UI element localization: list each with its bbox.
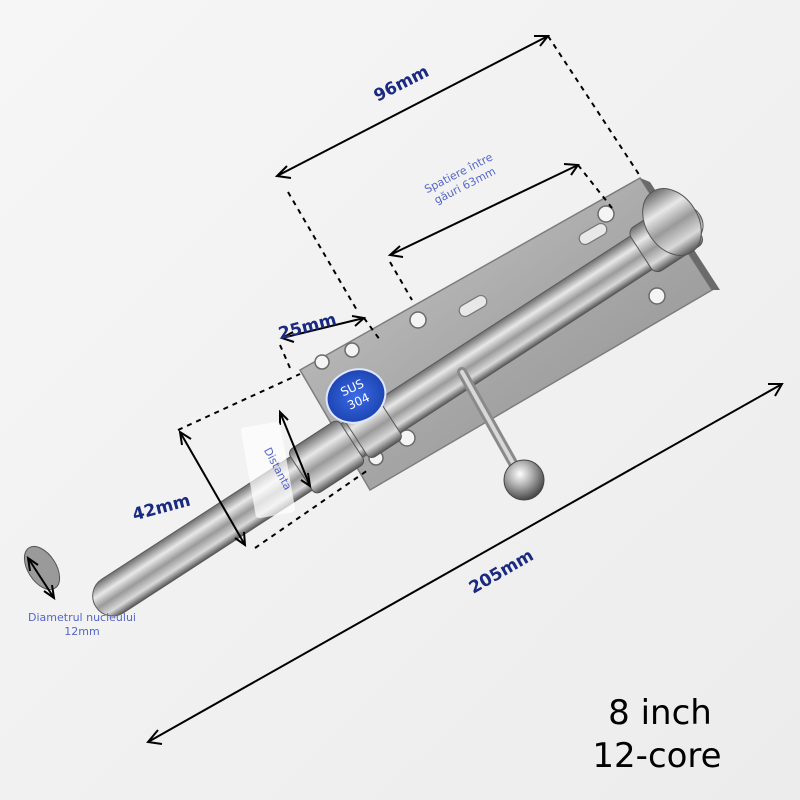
sus304-badge: SUS 304 — [325, 368, 387, 424]
dimension-lines — [26, 35, 784, 745]
note-core-diameter: Diametrul nucleului 12mm — [28, 611, 136, 638]
translucent-label — [240, 421, 296, 519]
knob-handle — [457, 367, 545, 501]
spec-core: 12-core — [592, 736, 722, 776]
spec-size: 8 inch — [608, 693, 712, 733]
